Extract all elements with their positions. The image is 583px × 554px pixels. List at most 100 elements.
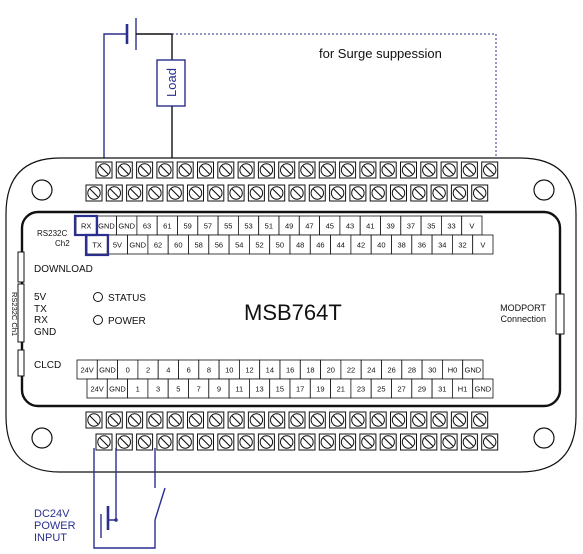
top-row-a-screw [359, 161, 377, 179]
top-row-b-screw [268, 184, 286, 202]
rs232c-ch1-label: RS232C Ch1 [10, 292, 19, 336]
top-row-b-screw [85, 184, 103, 202]
rs232c-ch1-port [17, 283, 25, 343]
bottom-row-a-screw [471, 411, 489, 429]
top-row-a-screw [136, 161, 154, 179]
top-lower-pin-label: 50 [276, 240, 284, 249]
bottom-lower-pin-label: 13 [255, 384, 263, 393]
bottom-lower-pin-label: 27 [397, 384, 405, 393]
top-upper-pin-label: 39 [386, 221, 394, 230]
top-upper-pin-label: 43 [346, 221, 354, 230]
top-lower-pin-cell [472, 234, 494, 255]
bottom-row-a-screw [288, 411, 306, 429]
bottom-row-b-screw [379, 433, 397, 451]
bottom-upper-pin-label: 24V [80, 365, 93, 374]
power-label: POWER [108, 316, 146, 327]
bottom-lower-pin-label: 19 [316, 384, 324, 393]
bottom-upper-pin-label: 8 [207, 365, 211, 374]
top-row-b-screw [308, 184, 326, 202]
bottom-lower-pin-cell [472, 378, 494, 399]
top-upper-pin-label: 51 [265, 221, 273, 230]
top-row-b-screw [187, 184, 204, 202]
top-lower-pin-label: 58 [194, 240, 202, 249]
clcd-label: CLCD [34, 360, 61, 371]
bottom-lower-pin-label: 1 [136, 384, 140, 393]
bottom-lower-pin-label: 11 [235, 384, 243, 393]
top-row-a-screw [440, 161, 458, 179]
bottom-lower-pin-label: 7 [197, 384, 201, 393]
download-port [17, 251, 25, 283]
top-upper-pin-label: 53 [244, 221, 252, 230]
bottom-upper-pin-label: H0 [448, 365, 458, 374]
top-lower-pin-label: 34 [438, 240, 446, 249]
top-row-a-screw [339, 161, 357, 179]
bottom-upper-pin-label: 30 [428, 365, 436, 374]
top-upper-pin-label: 61 [163, 221, 171, 230]
top-upper-pin-label: V [469, 221, 474, 230]
top-lower-pin-label: 60 [174, 240, 182, 249]
bottom-lower-pin-label: GND [109, 384, 126, 393]
power-led [93, 315, 103, 325]
bottom-lower-pin-label: 15 [276, 384, 284, 393]
bottom-row-b-screw [176, 433, 194, 451]
mount-hole-tl [31, 179, 53, 201]
bottom-row-b-screw [400, 433, 417, 451]
top-row-a-screw [481, 161, 499, 179]
top-lower-pin-label: 62 [154, 240, 162, 249]
top-row-b-screw [369, 184, 387, 202]
bottom-row-b-screw [298, 433, 316, 451]
top-lower-pin-label: 46 [316, 240, 324, 249]
top-row-a-screw [176, 161, 194, 179]
bottom-row-a-screw [207, 411, 225, 429]
bottom-row-b-screw [217, 433, 235, 451]
bottom-lower-pin-label: 31 [438, 384, 446, 393]
top-row-b-screw [105, 184, 123, 202]
top-row-b-screw [349, 184, 367, 202]
bottom-lower-pin-label: GND [475, 384, 492, 393]
bottom-row-b-screw [440, 433, 458, 451]
bottom-upper-pin-label: 10 [225, 365, 233, 374]
top-upper-pin-label: 57 [204, 221, 212, 230]
top-upper-pin-label: GND [118, 221, 135, 230]
top-row-a-screw [460, 161, 478, 179]
download-label: DOWNLOAD [34, 264, 93, 275]
bottom-upper-pin-label: 12 [245, 365, 253, 374]
pin-5v-label: 5V [34, 292, 47, 303]
bottom-upper-pin-label: 14 [266, 365, 274, 374]
bottom-row-a-screw [308, 411, 326, 429]
top-upper-pin-label: 49 [285, 221, 293, 230]
top-row-a-screw [318, 161, 336, 179]
bottom-row-a-screw [329, 411, 347, 429]
bottom-row-b-screw [420, 433, 438, 451]
bottom-lower-pin-label: 24V [90, 384, 103, 393]
bottom-terminal-block [85, 411, 499, 451]
bottom-upper-pin-label: 4 [166, 365, 170, 374]
top-row-a-screw [420, 161, 438, 179]
status-led [93, 292, 103, 302]
pin-tx-label: TX [34, 304, 47, 315]
top-lower-pin-label: 32 [458, 240, 466, 249]
top-row-b-screw [410, 184, 428, 202]
top-terminal-block [85, 161, 499, 202]
top-lower-pin-label: 40 [377, 240, 385, 249]
top-lower-pin-label: 5V [113, 240, 122, 249]
top-lower-pin-label: V [480, 240, 485, 249]
top-upper-pin-label: 35 [427, 221, 435, 230]
top-upper-pin-label: 63 [143, 221, 151, 230]
top-row-a-screw [217, 161, 235, 179]
bottom-row-a-screw [85, 411, 103, 429]
bottom-row-a-screw [227, 411, 245, 429]
top-row-b-screw [146, 184, 164, 202]
top-row-b-screw [390, 184, 407, 202]
tx-highlight [84, 233, 110, 257]
top-lower-pin-label: GND [129, 240, 146, 249]
top-upper-pin-label: RX [81, 221, 91, 230]
top-row-b-screw [430, 184, 448, 202]
top-row-b-screw [166, 184, 184, 202]
input-label: INPUT [34, 532, 67, 544]
bottom-upper-pin-label: 22 [347, 365, 355, 374]
mount-hole-br [533, 427, 555, 449]
top-lower-pin-label: 56 [215, 240, 223, 249]
top-row-a-screw [156, 161, 174, 179]
